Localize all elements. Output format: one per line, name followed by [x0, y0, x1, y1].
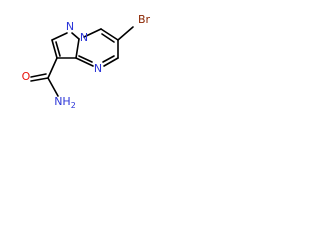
- bond-c2-c3: [51, 39, 58, 59]
- bond-c6-br: [117, 26, 134, 41]
- amide-nitrogen-subscript: 2: [71, 101, 76, 110]
- bond-c7-c6: [100, 28, 119, 41]
- bond-carbonyl-oxygen: [30, 77, 49, 82]
- bond-carbonyl-oxygen-double: [30, 73, 47, 78]
- bond-c2-c3-double: [55, 41, 61, 57]
- chemical-structure-diagram: Br N N N O NH2: [22, 13, 151, 110]
- bond-n4-c3a: [75, 57, 94, 67]
- structure-canvas: Br N N N O NH2: [0, 0, 168, 125]
- ring-nitrogen-bottom-label: N: [94, 62, 102, 75]
- bond-n7a-n1: [71, 32, 80, 40]
- bond-c3-carbonyl: [47, 57, 58, 79]
- amide-nitrogen-label: NH2: [54, 95, 76, 110]
- ring-nitrogen-top-label: N: [66, 20, 74, 33]
- bromine-label: Br: [138, 13, 151, 26]
- bond-c3a-n7a: [75, 38, 80, 59]
- bond-carbonyl-amide: [47, 77, 59, 97]
- bond-n4-c3a-double: [78, 55, 93, 63]
- carbonyl-oxygen-label: O: [22, 70, 31, 83]
- bond-c5-n4: [103, 57, 119, 67]
- bond-n1-c2: [51, 32, 68, 41]
- bond-c5-n4-double: [102, 55, 115, 63]
- bond-n7a-c7: [83, 28, 102, 38]
- ring-nitrogen-fused-label: N: [80, 31, 88, 44]
- bond-c7-c6-double: [101, 33, 115, 43]
